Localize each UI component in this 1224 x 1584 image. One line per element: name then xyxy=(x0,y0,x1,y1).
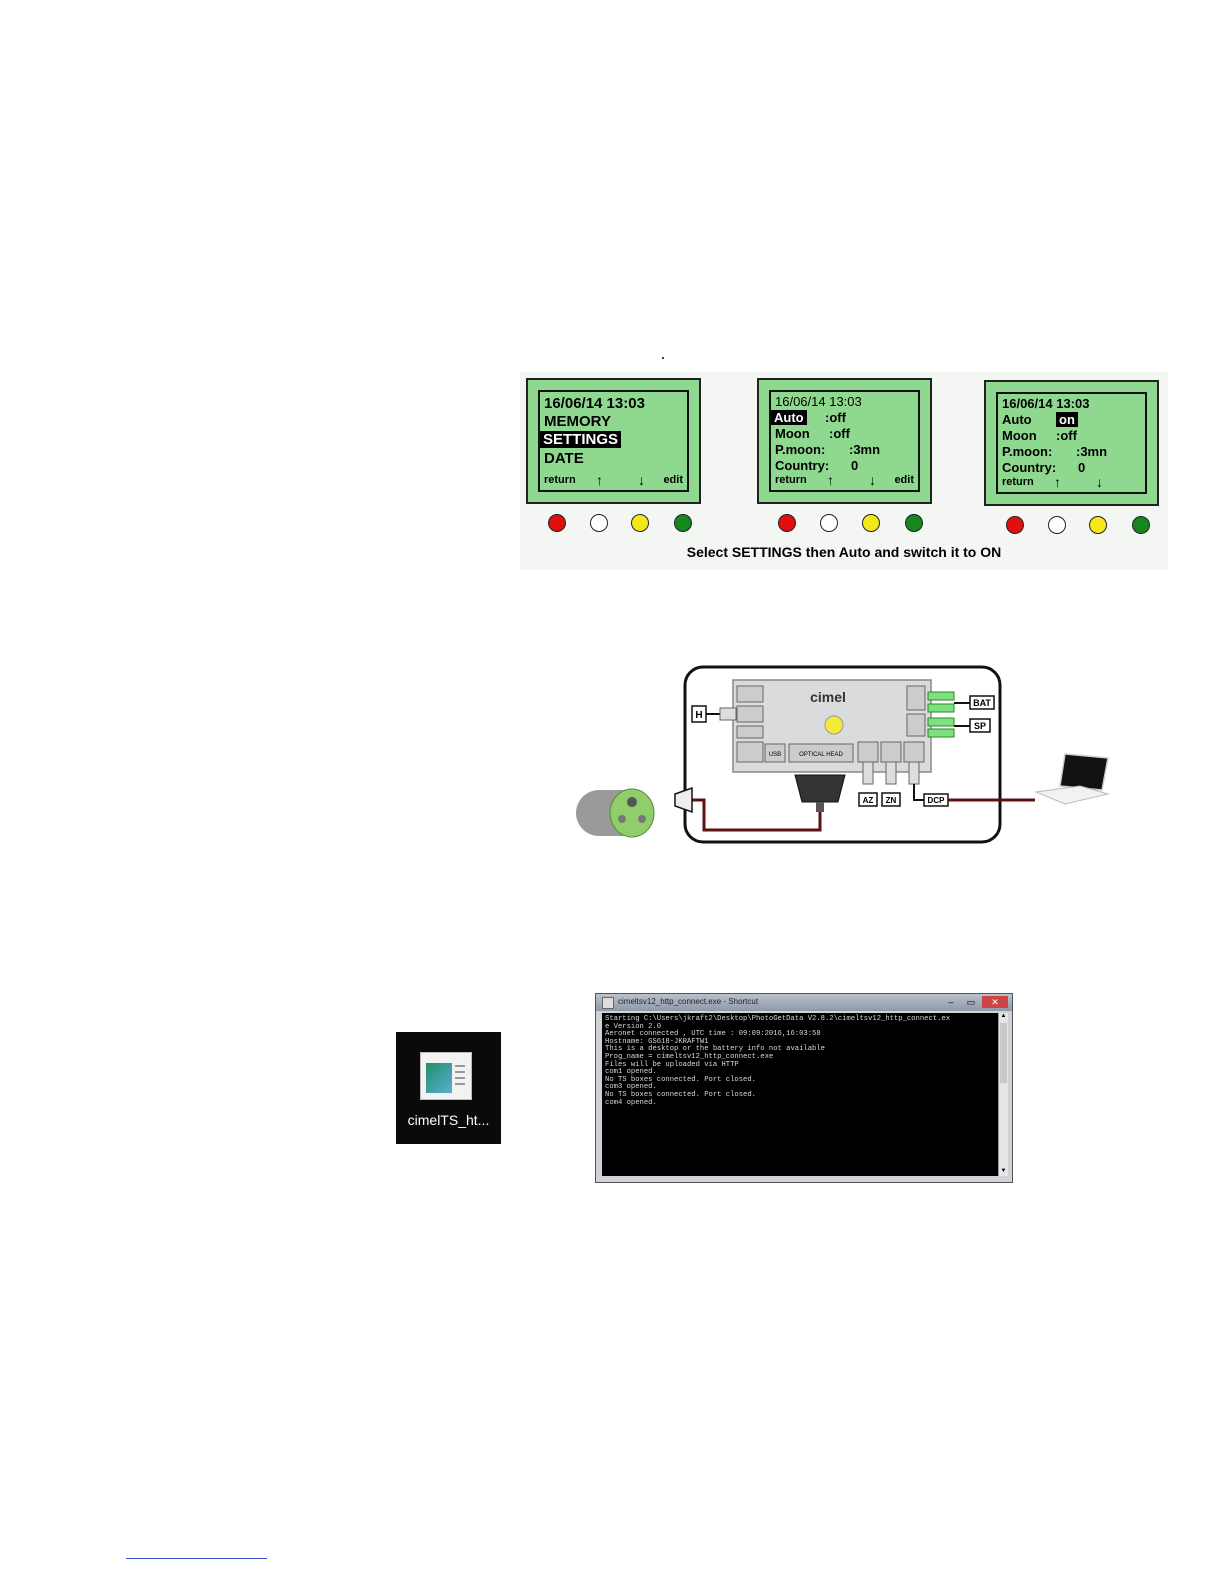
sp-label: SP xyxy=(974,721,986,731)
lcd-datetime: 16/06/14 13:03 xyxy=(775,394,862,409)
softkey-return: return xyxy=(775,474,807,486)
lcd-country-label: Country: xyxy=(1002,460,1057,475)
lcd-pmoon-value: :3mn xyxy=(1076,444,1108,459)
window-title: cimeltsv12_http_connect.exe - Shortcut xyxy=(618,997,759,1006)
lcd-menu-settings-selected: SETTINGS xyxy=(540,431,622,448)
lcd-moon-value: :off xyxy=(829,426,850,441)
minimize-icon[interactable]: – xyxy=(948,997,954,1007)
led-green xyxy=(905,514,923,532)
softkey-up-arrow-icon: ↑ xyxy=(1054,474,1061,490)
figure-caption: Select SETTINGS then Auto and switch it … xyxy=(686,544,1002,560)
connection-diagram: USB OPTICAL HEAD cimel BAT SP H AZ ZN xyxy=(570,662,1110,848)
shortcut-label: cimelTS_ht... xyxy=(407,1112,490,1128)
terminal-output: Starting C:\Users\jkraft2\Desktop\PhotoG… xyxy=(602,1013,998,1176)
lcd-datetime: 16/06/14 13:03 xyxy=(544,395,645,412)
lcd-country-label: Country: xyxy=(775,458,830,473)
application-icon xyxy=(420,1052,472,1100)
lcd-screen-settings-off: 16/06/14 13:03 Auto :off Moon :off P.moo… xyxy=(757,378,932,504)
lcd-menu-date: DATE xyxy=(544,450,584,467)
softkey-return: return xyxy=(544,474,576,486)
terminal-text: Starting C:\Users\jkraft2\Desktop\PhotoG… xyxy=(605,1015,951,1107)
lcd-auto-value-on-selected: on xyxy=(1056,412,1078,427)
lcd-datetime: 16/06/14 13:03 xyxy=(1002,396,1090,411)
softkey-down-arrow-icon: ↓ xyxy=(869,472,876,488)
softkey-return: return xyxy=(1002,476,1034,488)
led-yellow xyxy=(631,514,649,532)
led-white xyxy=(590,514,608,532)
vertical-scrollbar[interactable]: ▲ ▼ xyxy=(998,1013,1008,1176)
controller-settings-figure: 16/06/14 13:03 MEMORY SETTINGS DATE retu… xyxy=(520,372,1168,570)
lcd-screen-main-menu: 16/06/14 13:03 MEMORY SETTINGS DATE retu… xyxy=(526,378,701,504)
led-white xyxy=(1048,516,1066,534)
maximize-icon[interactable]: ▭ xyxy=(966,997,976,1007)
stray-mark xyxy=(662,357,664,359)
softkey-edit: edit xyxy=(663,474,683,486)
close-icon[interactable]: ✕ xyxy=(982,996,1008,1008)
usb-port-label: USB xyxy=(769,752,781,758)
lcd-auto-label-selected: Auto xyxy=(771,410,807,425)
desktop-shortcut-icon[interactable]: cimelTS_ht... xyxy=(396,1032,501,1144)
lcd-country-value: 0 xyxy=(851,458,859,473)
lcd-pmoon-label: P.moon: xyxy=(775,442,826,457)
led-red xyxy=(778,514,796,532)
window-titlebar[interactable]: cimeltsv12_http_connect.exe - Shortcut –… xyxy=(596,994,1012,1011)
console-app-icon xyxy=(602,997,614,1009)
lcd-pmoon-label: P.moon: xyxy=(1002,444,1053,459)
lcd-screen-settings-on: 16/06/14 13:03 Auto on Moon :off P.moon:… xyxy=(984,380,1159,506)
dcp-label: DCP xyxy=(928,796,946,805)
scroll-up-icon[interactable]: ▲ xyxy=(1000,1013,1007,1019)
az-label: AZ xyxy=(863,796,874,805)
lcd-country-value: 0 xyxy=(1078,460,1086,475)
lcd-moon-label: Moon xyxy=(775,426,810,441)
zn-label: ZN xyxy=(886,796,897,805)
lcd-moon-value: :off xyxy=(1056,428,1077,443)
bat-label: BAT xyxy=(973,698,991,708)
softkey-up-arrow-icon: ↑ xyxy=(596,472,603,488)
scroll-thumb[interactable] xyxy=(1000,1023,1007,1083)
laptop-icon xyxy=(1059,753,1109,791)
lcd-menu-memory: MEMORY xyxy=(544,413,611,430)
softkey-down-arrow-icon: ↓ xyxy=(1096,474,1103,490)
led-yellow xyxy=(1089,516,1107,534)
scroll-down-icon[interactable]: ▼ xyxy=(1000,1168,1007,1174)
led-white xyxy=(820,514,838,532)
softkey-up-arrow-icon: ↑ xyxy=(827,472,834,488)
cimel-logo: cimel xyxy=(810,689,846,705)
connection-diagram-svg: USB OPTICAL HEAD cimel BAT SP H AZ ZN xyxy=(576,665,1110,844)
lcd-moon-label: Moon xyxy=(1002,428,1037,443)
console-window: cimeltsv12_http_connect.exe - Shortcut –… xyxy=(595,993,1013,1183)
lcd-auto-label: Auto xyxy=(1002,412,1032,427)
led-yellow xyxy=(862,514,880,532)
led-red xyxy=(548,514,566,532)
optical-head-port-label: OPTICAL HEAD xyxy=(799,752,843,758)
softkey-edit: edit xyxy=(894,474,914,486)
footnote-rule xyxy=(126,1558,267,1559)
led-green xyxy=(674,514,692,532)
h-label: H xyxy=(695,710,702,721)
lcd-pmoon-value: :3mn xyxy=(849,442,881,457)
lcd-auto-value: :off xyxy=(825,410,846,425)
led-green xyxy=(1132,516,1150,534)
softkey-down-arrow-icon: ↓ xyxy=(638,472,645,488)
led-red xyxy=(1006,516,1024,534)
power-button-icon xyxy=(824,715,844,735)
